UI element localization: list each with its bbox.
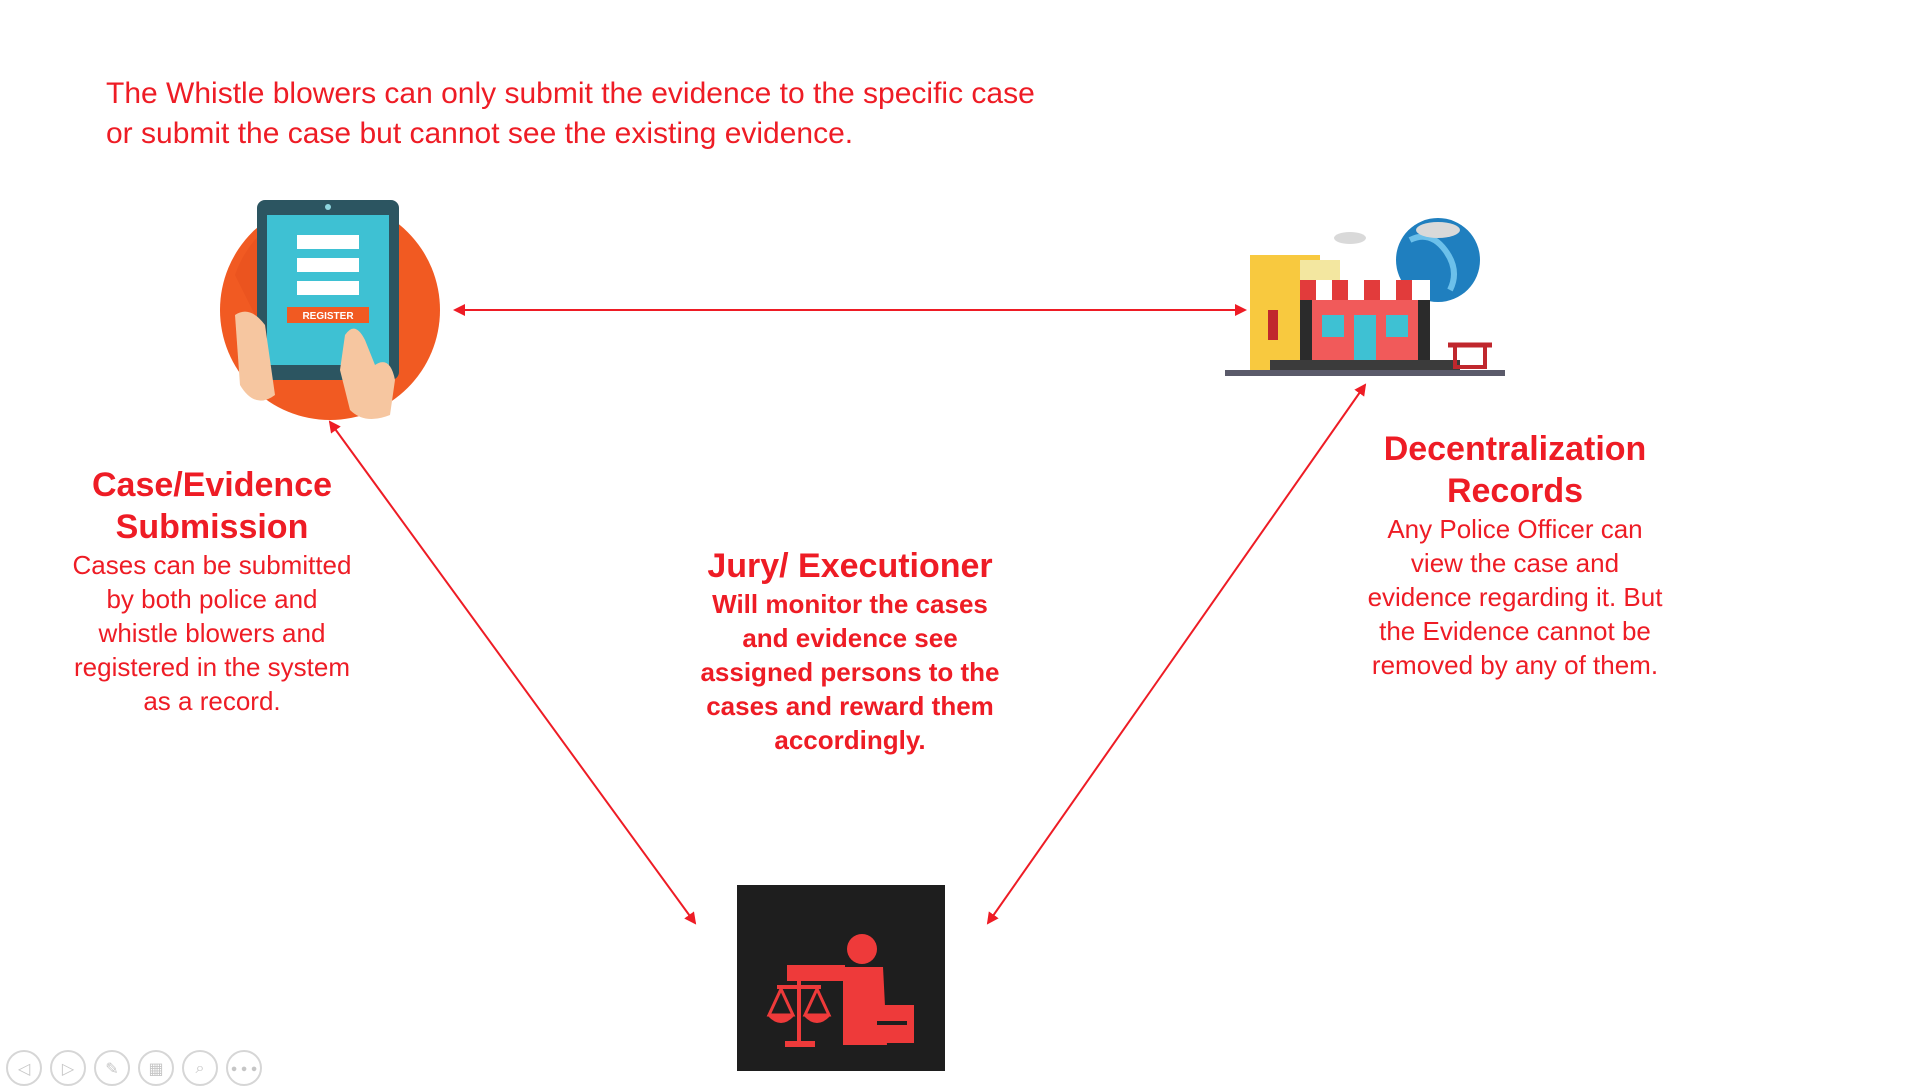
zoom-icon[interactable]: ⌕ <box>182 1050 218 1086</box>
tablet-register-icon: REGISTER <box>215 195 445 425</box>
slides-icon[interactable]: ▦ <box>138 1050 174 1086</box>
decentralization-records: Decentralization Records Any Police Offi… <box>1325 428 1705 682</box>
center-node-title: Jury/ Executioner <box>707 547 993 585</box>
right-node-title: Decentralization Records <box>1383 430 1647 510</box>
jury-executioner: Jury/ Executioner Will monitor the cases… <box>670 545 1030 757</box>
online-store-icon <box>1220 200 1515 380</box>
arrow-left-bottom <box>328 420 697 925</box>
top-note-line-1: The Whistle blowers can only submit the … <box>106 77 1035 110</box>
next-icon[interactable]: ▷ <box>50 1050 86 1086</box>
pen-icon[interactable]: ✎ <box>94 1050 130 1086</box>
more-icon[interactable]: ∙∙∙ <box>226 1050 262 1086</box>
arrow-right-bottom <box>986 383 1367 925</box>
case-evidence-submission: Case/Evidence Submission Cases can be su… <box>40 464 384 718</box>
left-node-description: Cases can be submitted by both police an… <box>72 550 352 716</box>
left-node-title: Case/Evidence Submission <box>91 466 333 546</box>
previous-icon[interactable]: ◁ <box>6 1050 42 1086</box>
presentation-toolbar: ◁ ▷ ✎ ▦ ⌕ ∙∙∙ <box>6 1050 262 1090</box>
top-note: The Whistle blowers can only submit the … <box>106 74 1206 154</box>
top-note-line-2: or submit the case but cannot see the ex… <box>106 117 854 150</box>
svg-text:REGISTER: REGISTER <box>302 311 354 322</box>
center-node-description: Will monitor the cases and evidence see … <box>700 589 1000 755</box>
judge-scales-icon <box>737 885 945 1071</box>
right-node-description: Any Police Officer can view the case and… <box>1367 514 1663 680</box>
